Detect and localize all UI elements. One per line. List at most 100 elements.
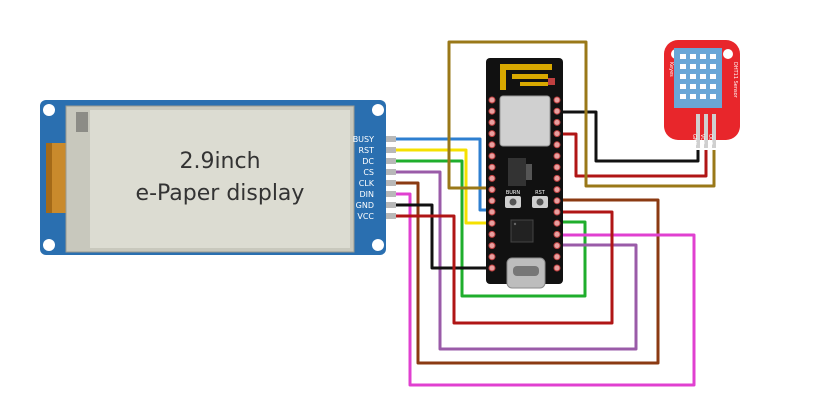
display-pin-label-din: DIN [359, 190, 374, 199]
wire-sensor-gnd [557, 110, 700, 163]
mcu-pin-right [553, 107, 561, 115]
vent-slot [700, 54, 706, 59]
wire-dc [396, 159, 587, 298]
mcu-pin-left [488, 152, 496, 160]
wire-sensor-vcc [557, 132, 708, 178]
mcu-pin-left [488, 163, 496, 171]
fpc-ribbon-edge [46, 143, 52, 213]
mcu-pin-right [553, 242, 561, 250]
display-pin-clk [386, 180, 396, 186]
mcu-pin-headers [488, 96, 561, 272]
mounting-hole [43, 239, 55, 251]
display-pin-header: BUSY RST DC CS CLK DIN GND VCC [353, 135, 396, 221]
mcu-pin-left [488, 242, 496, 250]
display-pin-busy [386, 136, 396, 142]
reset-button-cap [536, 198, 544, 206]
antenna [500, 64, 552, 70]
mcu-pin-left [488, 197, 496, 205]
mcu-pin-left [488, 230, 496, 238]
display-pin-label-busy: BUSY [353, 135, 374, 144]
mcu-pin-right [553, 118, 561, 126]
display-pin-dc [386, 158, 396, 164]
mcu-pin-right [553, 253, 561, 261]
mcu-pin-right [553, 96, 561, 104]
wire-cs [396, 170, 638, 351]
vent-slot [710, 94, 716, 99]
mcu-pin-right [553, 208, 561, 216]
vent-slot [680, 74, 686, 79]
display-pin-gnd [386, 202, 396, 208]
sensor-pin-label-vcc: VCC [699, 134, 705, 145]
mcu-pin-right [553, 230, 561, 238]
mcu-pin-right [553, 152, 561, 160]
voltage-regulator-tab [526, 164, 532, 180]
sensor-pin-vcc [704, 114, 708, 148]
antenna [500, 64, 506, 90]
mcu-pin-left [488, 174, 496, 182]
display-pin-cs [386, 169, 396, 175]
vent-slot [680, 64, 686, 69]
mcu-pin-left [488, 253, 496, 261]
vent-slot [690, 64, 696, 69]
vent-slot [700, 64, 706, 69]
usb-c-opening [513, 266, 539, 276]
vent-slot [700, 84, 706, 89]
burn-button-label: BURN [506, 190, 521, 196]
display-pin-din [386, 191, 396, 197]
mounting-hole [372, 104, 384, 116]
display-pin-vcc [386, 213, 396, 219]
wire-clk [396, 181, 660, 365]
vent-slot [700, 94, 706, 99]
antenna [512, 74, 548, 79]
mcu-pin-left [488, 130, 496, 138]
mounting-hole [43, 104, 55, 116]
display-pin-label-vcc: VCC [357, 212, 374, 221]
sensor-pin-out [712, 114, 716, 148]
mcu-pin-left [488, 208, 496, 216]
mcu-pin-left [488, 107, 496, 115]
sensor-vent-grid [680, 54, 716, 99]
wire-din [396, 192, 696, 387]
mcu-pin-right [553, 130, 561, 138]
vent-slot [690, 74, 696, 79]
mcu-pin-right [553, 197, 561, 205]
wires [396, 40, 716, 387]
vent-slot [700, 74, 706, 79]
display-pin-rst [386, 147, 396, 153]
display-title-line1: 2.9inch [179, 149, 260, 174]
antenna [520, 82, 548, 86]
display-pin-label-cs: CS [363, 168, 374, 177]
mcu-pin-right [553, 186, 561, 194]
vent-slot [690, 54, 696, 59]
display-pin-label-gnd: GND [356, 201, 374, 210]
vent-slot [680, 84, 686, 89]
mcu-pin-right [553, 219, 561, 227]
sensor-pin-label-gnd: GND [691, 134, 697, 146]
wire-vcc [396, 210, 614, 325]
wire-gnd [396, 203, 492, 270]
chip-dot [513, 222, 517, 226]
vent-slot [680, 54, 686, 59]
led-indicator [548, 78, 555, 85]
vent-slot [690, 94, 696, 99]
reset-button-label: RST [535, 190, 546, 196]
mcu-chip [510, 219, 534, 243]
display-pin-label-dc: DC [362, 157, 374, 166]
sensor-pin-gnd [696, 114, 700, 148]
rf-shield [499, 95, 551, 147]
epaper-screen [90, 110, 350, 248]
vent-slot [710, 74, 716, 79]
vent-slot [710, 84, 716, 89]
burn-button-cap [509, 198, 517, 206]
mcu-pin-left [488, 264, 496, 272]
sensor-mount-hole [723, 49, 733, 59]
vent-slot [710, 54, 716, 59]
epaper-display-module: 2.9inch e-Paper display BUSYRSTDCCSCLKDI… [40, 100, 396, 255]
sensor-side-text-1: DHT11 Sensor [732, 62, 738, 99]
display-pin-label-clk: CLK [359, 179, 375, 188]
voltage-regulator [508, 158, 526, 186]
screen-tab [76, 112, 88, 132]
display-pin-label-rst: RST [358, 146, 374, 155]
